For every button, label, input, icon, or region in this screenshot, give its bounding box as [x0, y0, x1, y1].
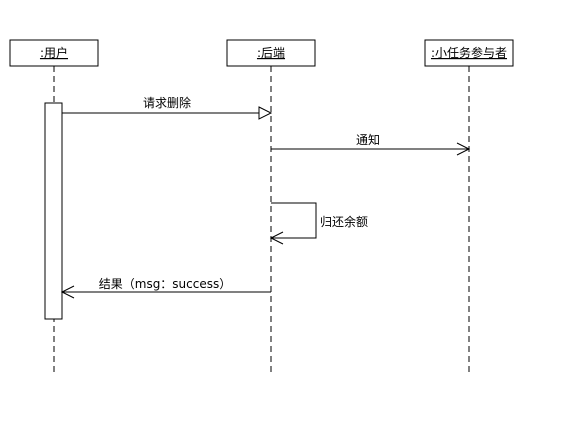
message-result[interactable]: 结果（msg：success） [60, 277, 271, 299]
participant-backend-label: :后端 [257, 46, 285, 60]
open-arrowhead-icon [456, 142, 471, 156]
participant-backend[interactable]: :后端 [226, 39, 316, 67]
message-result-label: 结果（msg：success） [99, 277, 232, 291]
message-return-balance[interactable]: 归还余额 [269, 202, 368, 245]
open-arrowhead-icon [269, 231, 284, 245]
participant-user[interactable]: :用户 [9, 39, 99, 67]
message-return-balance-label: 归还余额 [320, 214, 368, 229]
participant-task-member[interactable]: :小任务参与者 [424, 39, 514, 67]
message-notify-label: 通知 [356, 133, 380, 147]
open-arrowhead-icon [60, 285, 75, 299]
open-triangle-arrowhead-icon [258, 106, 273, 120]
message-notify[interactable]: 通知 [271, 133, 471, 156]
participant-task-member-label: :小任务参与者 [431, 45, 507, 60]
message-request-delete-label: 请求删除 [143, 95, 191, 110]
participant-user-label: :用户 [40, 45, 68, 60]
message-request-delete[interactable]: 请求删除 [62, 95, 273, 120]
activation-bar-user [44, 102, 63, 320]
